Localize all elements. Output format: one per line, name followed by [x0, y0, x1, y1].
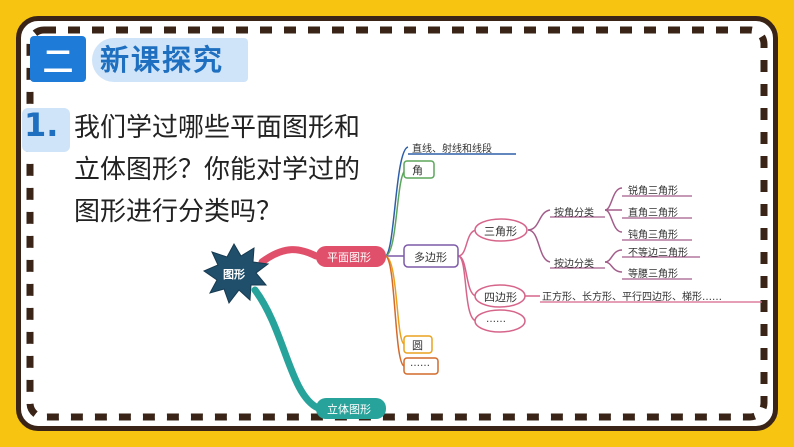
section-title: 新课探究 [100, 43, 225, 77]
node-acute: 锐角三角形 [628, 186, 678, 197]
node-more2: …… [486, 314, 506, 325]
node-by-side: 按边分类 [554, 259, 594, 270]
node-circle: 圆 [412, 339, 423, 352]
node-right: 直角三角形 [628, 208, 678, 219]
node-angle: 角 [412, 164, 423, 177]
node-polygon: 多边形 [414, 251, 447, 264]
node-isosceles: 等腰三角形 [628, 269, 678, 280]
question-number-bg [22, 108, 70, 152]
section-title-bg [92, 38, 248, 82]
node-more1: …… [410, 358, 430, 369]
node-lines: 直线、射线和线段 [412, 144, 492, 155]
node-plane: 平面图形 [327, 251, 371, 264]
section-number: 二 [30, 36, 86, 82]
question-text: 我们学过哪些平面图形和立体图形？你能对学过的图形进行分类吗？ [74, 113, 361, 227]
node-solid: 立体图形 [327, 403, 371, 416]
node-scalene: 不等边三角形 [628, 248, 688, 259]
node-obtuse: 钝角三角形 [628, 230, 678, 241]
node-quad: 四边形 [484, 291, 517, 304]
question-number: 1. [24, 106, 59, 144]
node-quad-list: 正方形、长方形、平行四边形、梯形…… [542, 292, 722, 303]
node-by-angle: 按角分类 [554, 208, 594, 219]
node-triangle: 三角形 [484, 225, 517, 238]
node-root: 图形 [223, 268, 245, 281]
